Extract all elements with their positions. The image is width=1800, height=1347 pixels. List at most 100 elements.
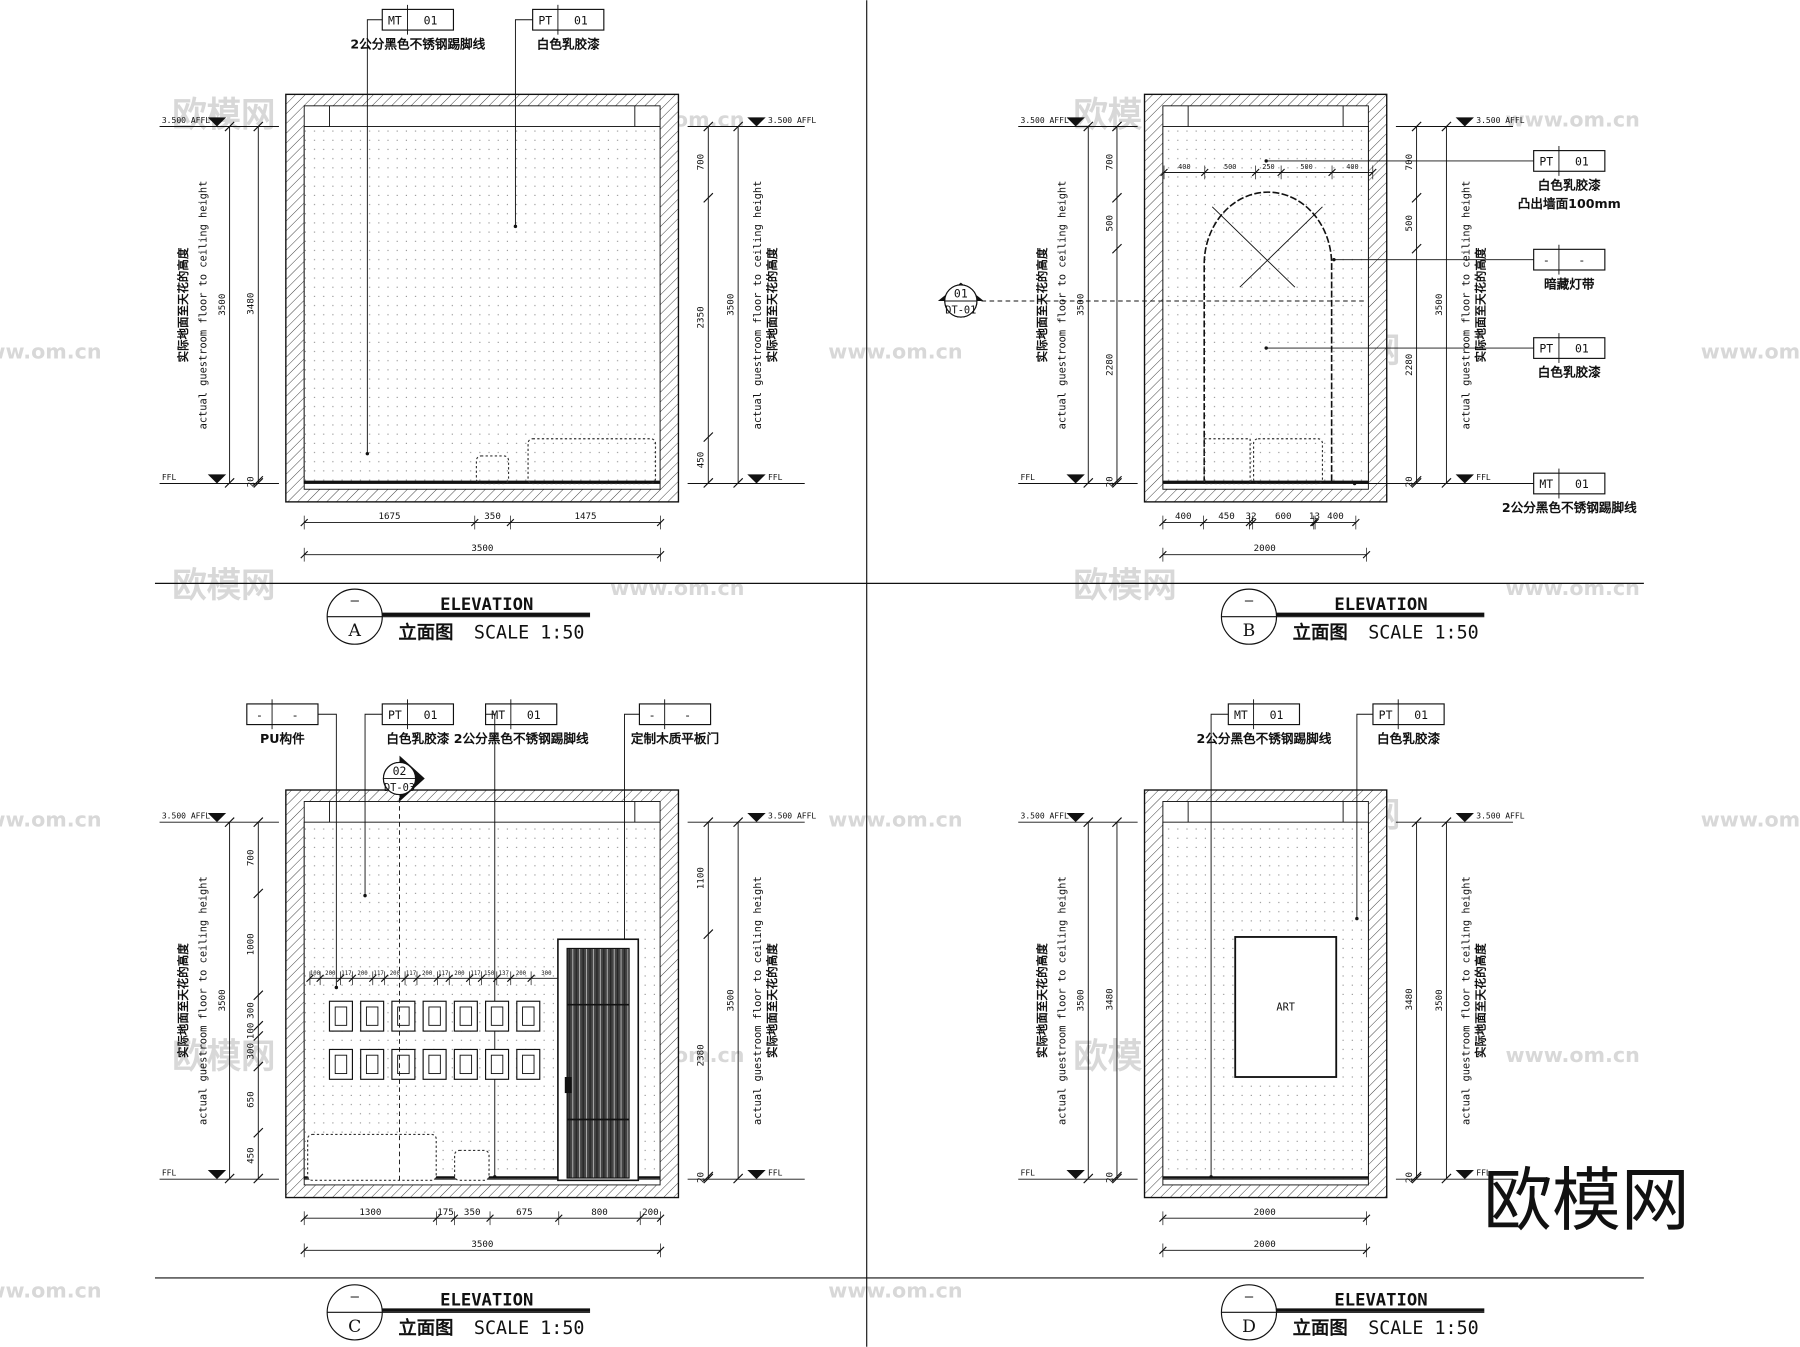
pu-panel-frame [485,1000,510,1032]
dimension-value: 100 [246,1023,257,1040]
dimension-value: 20 [1104,476,1115,487]
material-code: - [649,708,656,722]
dimension-value: 650 [246,1091,257,1108]
level-label: FFL [768,1169,783,1178]
callout-leader-dot [1352,481,1357,486]
dimension-value: 3500 [1434,294,1445,316]
callout-leader [366,19,383,454]
level-marker-icon [207,1169,227,1180]
door-handle [564,1077,572,1094]
watermark-url: www.om.cn [1506,107,1640,131]
dimension-value: 675 [516,1207,533,1218]
pu-panel-frame [328,1048,353,1080]
callout-leader-dot [363,893,367,898]
dimension-value: 1475 [574,511,596,522]
callout-leader-dot [1332,257,1336,262]
material-description: 白色乳胶漆 [386,731,449,746]
watermark-brand: 欧模网 [1073,566,1176,606]
level-marker-icon [1455,117,1474,127]
dimension-value: 117 [406,971,417,977]
pu-panel-inner [397,1006,410,1026]
arch-opening [1203,191,1333,484]
material-description: 定制木质平板门 [631,731,719,746]
elevation-title: ELEVATION [440,595,533,615]
dimension-value: 500 [1104,215,1115,232]
dimension-tick [733,817,744,828]
dimension-tick [253,1020,264,1031]
door-leaf [566,947,630,1179]
pu-panel-inner [334,1054,348,1075]
title-dash: — [351,593,360,609]
furniture-outline [1252,438,1324,485]
material-code: MT [491,708,505,722]
height-label-cn: 实际地面至天花的高度 [765,247,779,362]
dimension-tick [703,477,714,488]
height-label-cn: 实际地面至天花的高度 [176,943,190,1058]
watermark-url: www.om.cn [828,1278,962,1302]
artwork-label: ART [1276,1001,1295,1013]
dimension-value: 20 [1404,1172,1415,1183]
callout-leader [317,713,337,988]
dimension-value: 2280 [1404,354,1415,376]
pu-panel-inner [334,1006,348,1026]
dimension-tick [253,121,264,132]
brand-watermark-text: 欧模网 [1483,1161,1690,1241]
dimension-value: 3500 [471,543,493,554]
dimension-value: 200 [390,971,401,977]
watermark-url: www.om.cn [828,808,962,832]
dimension-value: 2000 [1254,543,1276,554]
level-label: 3.500 AFFL [1476,116,1524,125]
dimension-value: 3500 [726,989,737,1011]
dimension-value: 700 [1104,154,1115,171]
callout-leader-dot [365,451,370,456]
dimension-tick [1083,121,1094,132]
section-marker-sheet: DT-01 [945,305,976,317]
dimension-value: 350 [464,1207,481,1218]
arch-center-line [1239,206,1323,288]
level-label: 3.500 AFFL [1021,812,1069,821]
level-marker-icon [1455,1169,1474,1180]
height-label-en: actual guestroom floor to ceiling height [1056,181,1068,430]
level-marker-icon [747,1169,766,1180]
pu-panel-frame [391,1000,416,1032]
watermark-url: www.om.cn [0,1278,102,1302]
dimension-tick [1411,1173,1422,1184]
level-label: FFL [1021,1169,1036,1178]
dimension-value: 500 [1300,163,1312,171]
dimension-tick [253,817,264,828]
dimension-value: 200 [325,971,336,977]
dimension-value: 400 [1175,511,1192,522]
dimension-value: 3500 [1434,989,1445,1011]
dimension-value: 600 [1275,511,1292,522]
pu-panel-inner [459,1006,473,1026]
pu-panel-inner [522,1006,535,1026]
dimension-value: 500 [1224,163,1236,171]
dimension-tick [253,888,264,899]
material-description: 2公分黑色不锈钢踢脚线 [454,731,589,746]
dimension-tick [1111,817,1122,828]
dimension-value: 300 [246,1043,257,1060]
dimension-tick [703,929,714,940]
material-code: - [1543,253,1550,267]
dimension-tick [253,477,264,488]
dimension-tick [1111,192,1122,203]
dimension-tick [224,817,235,828]
pu-panel-frame [328,1000,353,1032]
elevation-title: ELEVATION [1334,1290,1427,1310]
watermark-url: www.om.cn [0,808,102,832]
dimension-tick [1411,243,1422,254]
height-label-en: actual guestroom floor to ceiling height [1460,181,1472,430]
material-callout: --PU构件 [246,699,339,990]
callout-leader [514,19,533,227]
level-marker-icon [1066,117,1085,127]
elevation-scale: SCALE 1:50 [1368,1318,1479,1339]
height-label-en: actual guestroom floor to ceiling height [752,876,764,1125]
dimension-value: 20 [1104,1172,1115,1183]
dimension-tick [224,477,235,488]
callout-leader [624,713,640,942]
